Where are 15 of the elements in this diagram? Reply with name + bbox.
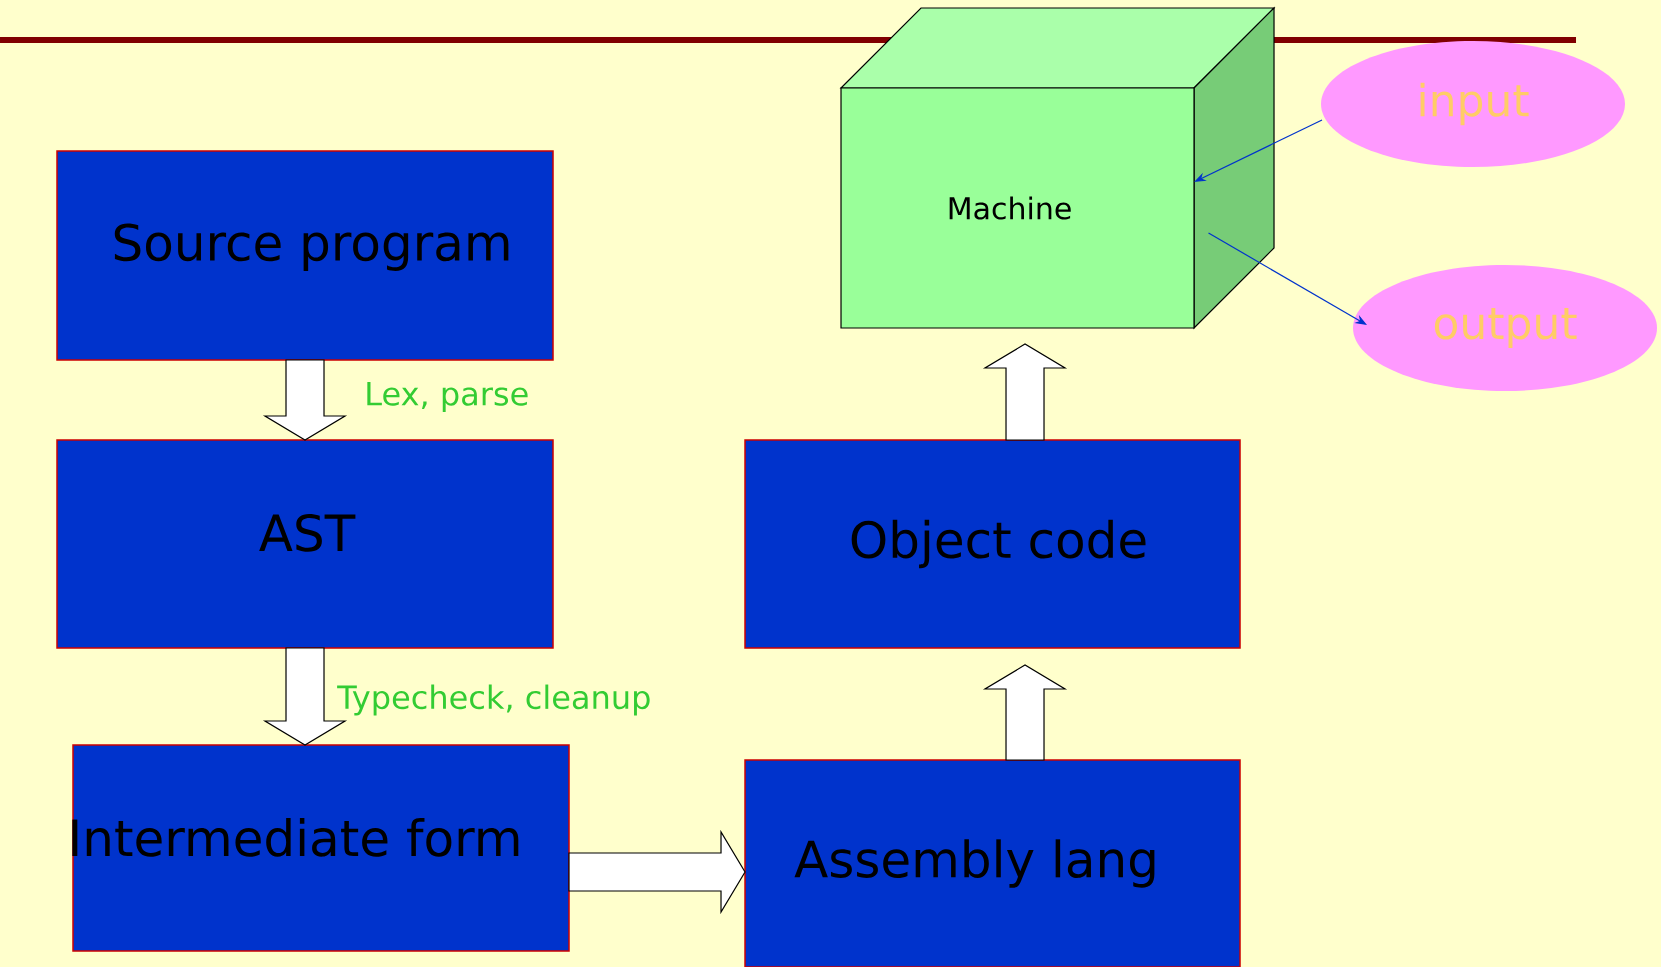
block-arrow bbox=[262, 359, 348, 441]
edge-label: Lex, parse bbox=[363, 381, 531, 413]
oval: input bbox=[1321, 41, 1625, 167]
block-arrow bbox=[982, 664, 1068, 761]
arrow bbox=[1207, 232, 1367, 325]
process-box: AST bbox=[56, 439, 554, 649]
arrow bbox=[1194, 119, 1323, 182]
block-arrow bbox=[982, 343, 1068, 441]
process-box: Object code bbox=[744, 439, 1241, 649]
process-box: Source program bbox=[56, 150, 554, 361]
block-arrow bbox=[568, 829, 746, 915]
edge-label: Typecheck, cleanup bbox=[336, 683, 653, 717]
block-arrow bbox=[262, 647, 348, 746]
process-box: Assembly lang bbox=[744, 759, 1241, 967]
oval: output bbox=[1353, 265, 1657, 391]
